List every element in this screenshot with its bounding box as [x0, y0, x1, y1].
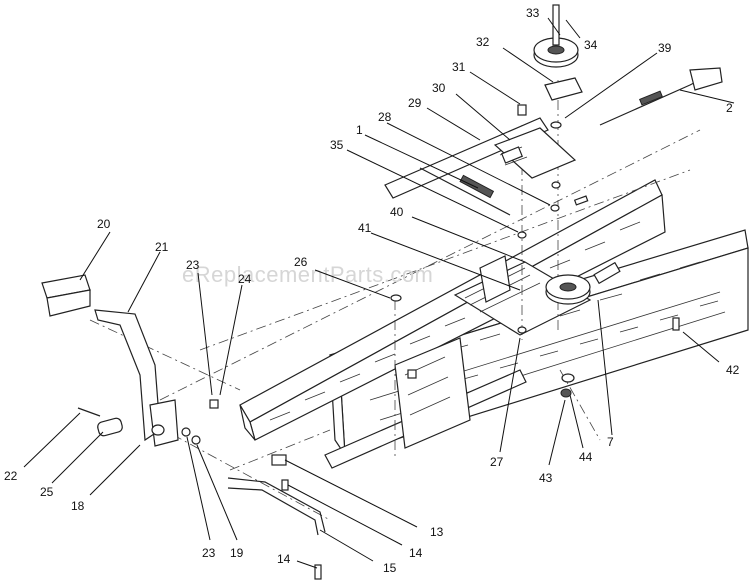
callout-20: 20 — [97, 217, 111, 231]
callout-19: 19 — [230, 546, 244, 560]
leader-lines — [23, 17, 735, 569]
callout-35: 35 — [330, 138, 344, 152]
upper-idler-pulley — [533, 4, 583, 101]
callout-40: 40 — [390, 205, 404, 219]
callout-30: 30 — [432, 81, 446, 95]
brake-rod — [227, 454, 326, 580]
lower-pulley — [545, 261, 621, 305]
callout-13: 13 — [430, 525, 444, 539]
callout-7: 7 — [607, 435, 614, 449]
callout-32: 32 — [476, 35, 490, 49]
hardware — [390, 104, 680, 398]
control-cable — [599, 67, 723, 126]
callout-23-upper: 23 — [186, 258, 200, 272]
callout-41: 41 — [358, 221, 372, 235]
watermark: eReplacementParts.com — [182, 262, 433, 287]
callout-43: 43 — [539, 471, 553, 485]
callout-23-lower: 23 — [202, 546, 216, 560]
callout-2: 2 — [726, 101, 733, 115]
callout-14-right: 14 — [409, 546, 423, 560]
callout-34: 34 — [584, 38, 598, 52]
callout-14-left: 14 — [277, 552, 291, 566]
callout-29: 29 — [408, 96, 422, 110]
callout-42: 42 — [726, 363, 740, 377]
callout-28: 28 — [378, 110, 392, 124]
left-frame-rail — [239, 179, 666, 441]
callout-31: 31 — [452, 60, 466, 74]
callout-27: 27 — [490, 455, 504, 469]
callout-39: 39 — [658, 41, 672, 55]
callout-21: 21 — [155, 240, 169, 254]
callout-25: 25 — [40, 485, 54, 499]
lower-cross-bars — [324, 337, 527, 469]
brake-pedal — [41, 274, 219, 447]
callout-44: 44 — [579, 450, 593, 464]
callout-26: 26 — [294, 255, 308, 269]
callout-15: 15 — [383, 561, 397, 575]
callout-18: 18 — [71, 499, 85, 513]
callout-labels: 33 34 32 39 31 2 30 29 1 28 35 40 20 41 … — [4, 6, 740, 575]
callout-1: 1 — [356, 123, 363, 137]
cross-plate — [453, 255, 592, 336]
callout-24: 24 — [238, 272, 252, 286]
tension-spring — [419, 167, 511, 216]
callout-33: 33 — [526, 6, 540, 20]
callout-22: 22 — [4, 469, 18, 483]
